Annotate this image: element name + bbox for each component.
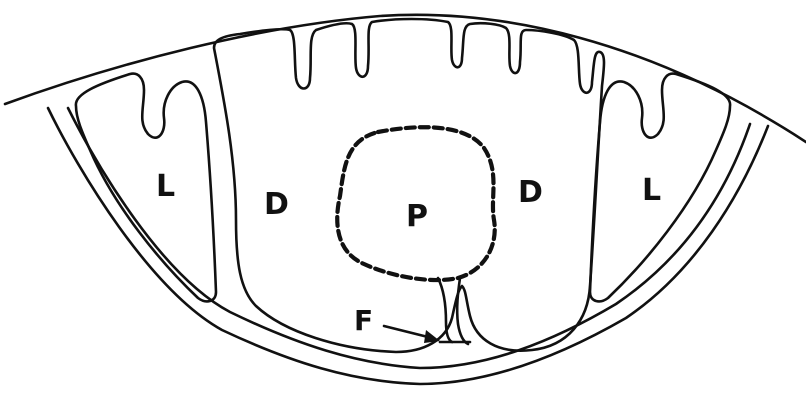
label-left-lateral: L <box>156 169 175 204</box>
label-right-dorsal: D <box>518 175 543 210</box>
dorsal-chamber-outline <box>214 19 604 352</box>
label-right-lateral: L <box>642 173 661 208</box>
pointer-arrow-line <box>384 326 432 338</box>
label-left-dorsal: D <box>264 187 289 222</box>
pointer-arrowhead <box>424 330 440 343</box>
label-center-p: P <box>406 199 428 234</box>
label-pointer-f: F <box>354 304 373 337</box>
inner-body-wall <box>68 108 750 368</box>
left-lateral-chamber-outline <box>76 74 216 302</box>
